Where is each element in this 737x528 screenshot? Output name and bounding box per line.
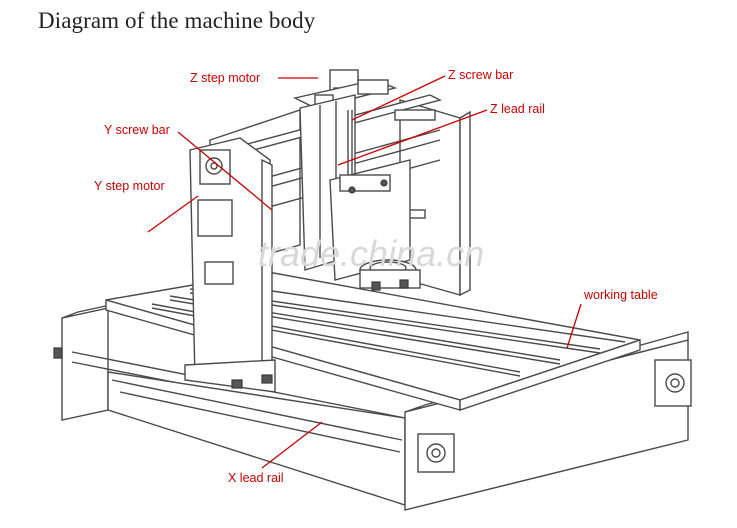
leader-working-table [566,303,582,349]
leader-z-screw-bar [351,75,446,121]
leader-z-lead-rail [337,109,488,166]
label-x-lead-rail: X lead rail [228,471,284,485]
diagram-title: Diagram of the machine body [38,8,316,33]
leader-y-screw-bar [177,131,273,211]
label-z-screw-bar: Z screw bar [448,68,513,82]
label-working-table: working table [583,288,658,302]
label-z-lead-rail: Z lead rail [490,102,545,116]
leader-y-step-motor [147,195,199,233]
leader-x-lead-rail [261,421,323,469]
label-z-step-motor: Z step motor [190,71,260,85]
label-y-step-motor: Y step motor [94,179,165,193]
watermark: trade.china.cn [258,233,484,274]
label-y-screw-bar: Y screw bar [104,123,170,137]
z-carriage [292,69,421,291]
callouts: Z step motor Z screw bar Z lead rail Y s… [94,68,658,485]
